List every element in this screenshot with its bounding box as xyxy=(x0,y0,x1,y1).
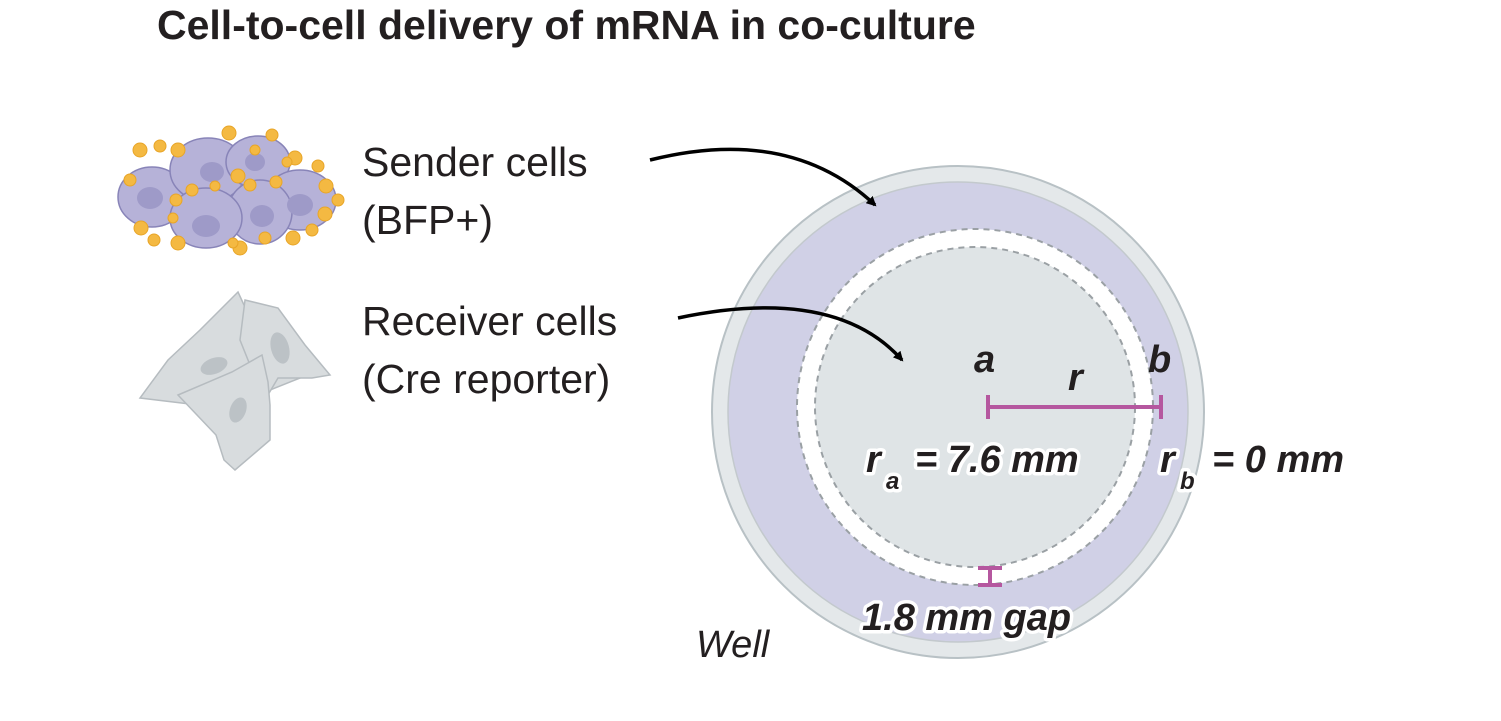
gap-measure xyxy=(978,566,1002,587)
ra-label: r a = 7.6 mm xyxy=(863,436,1083,499)
rb-symbol: r xyxy=(1160,439,1177,481)
gap-label: 1.8 mm gap xyxy=(862,597,1071,639)
receiver-label-line2: (Cre reporter) xyxy=(362,356,611,402)
point-b-label: b xyxy=(1148,339,1171,381)
ra-symbol: r xyxy=(866,439,883,481)
rb-value: = 0 mm xyxy=(1212,439,1344,481)
sender-label-line2: (BFP+) xyxy=(362,197,493,243)
radius-measure xyxy=(986,395,1163,419)
rb-subscript: b xyxy=(1180,468,1195,495)
radius-symbol: r xyxy=(1068,357,1085,399)
sender-cells-icon xyxy=(117,125,345,256)
sender-arrow xyxy=(649,147,877,207)
figure-title: Cell-to-cell delivery of mRNA in co-cult… xyxy=(157,2,976,48)
receiver-cells-icon xyxy=(138,290,332,472)
rb-label: r b = 0 mm xyxy=(1157,436,1348,499)
well xyxy=(711,165,1205,659)
ra-value: = 7.6 mm xyxy=(915,439,1079,481)
receiver-label-line1: Receiver cells xyxy=(362,298,618,344)
ra-subscript: a xyxy=(886,468,899,495)
well-label: Well xyxy=(696,624,770,666)
sender-label-line1: Sender cells xyxy=(362,139,588,185)
point-a-label: a xyxy=(974,339,995,381)
receiver-arrow xyxy=(677,306,904,362)
